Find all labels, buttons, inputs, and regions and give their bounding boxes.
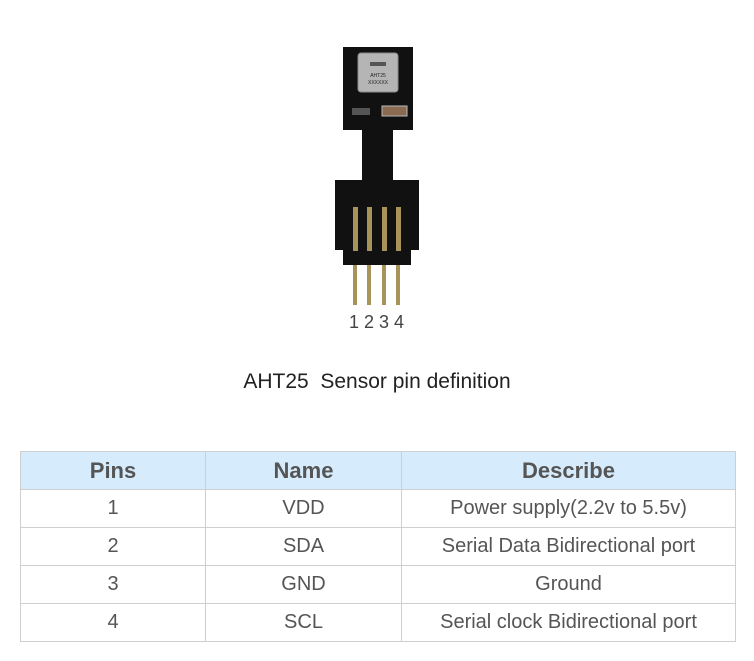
pin-label-1: 1 [349, 312, 359, 332]
pin-definition-table: Pins Name Describe 1 VDD Power supply(2.… [20, 451, 736, 642]
cell-name: GND [205, 565, 402, 604]
figure-caption: AHT25 Sensor pin definition [243, 370, 511, 393]
header-describe: Describe [401, 451, 736, 490]
cell-name: SCL [205, 603, 402, 642]
table-row: 4 SCL Serial clock Bidirectional port [20, 603, 736, 642]
cell-describe: Serial clock Bidirectional port [401, 603, 736, 642]
table-row: 2 SDA Serial Data Bidirectional port [20, 527, 736, 566]
cell-name: VDD [205, 489, 402, 528]
table-row: 3 GND Ground [20, 565, 736, 604]
chip-label-2: XXXXXX [368, 80, 389, 86]
header-name: Name [205, 451, 402, 490]
table-header-row: Pins Name Describe [20, 451, 736, 490]
cell-describe: Ground [401, 565, 736, 604]
cell-pin: 2 [20, 527, 206, 566]
gold-pads [353, 207, 401, 251]
cell-name: SDA [205, 527, 402, 566]
table-row: 1 VDD Power supply(2.2v to 5.5v) [20, 489, 736, 528]
aht25-sensor-illustration: AHT25 XXXXXX 1 2 3 4 [335, 47, 419, 332]
pins [353, 265, 400, 305]
pin-label-4: 4 [394, 312, 404, 332]
pin-label-3: 3 [379, 312, 389, 332]
cell-pin: 4 [20, 603, 206, 642]
cell-pin: 1 [20, 489, 206, 528]
header-pins: Pins [20, 451, 206, 490]
cell-describe: Power supply(2.2v to 5.5v) [401, 489, 736, 528]
chip-label-1: AHT25 [370, 73, 386, 79]
resistor [352, 108, 370, 115]
pin-label-2: 2 [364, 312, 374, 332]
capacitor [381, 105, 408, 117]
cell-pin: 3 [20, 565, 206, 604]
cell-describe: Serial Data Bidirectional port [401, 527, 736, 566]
sensor-chip [357, 52, 399, 93]
